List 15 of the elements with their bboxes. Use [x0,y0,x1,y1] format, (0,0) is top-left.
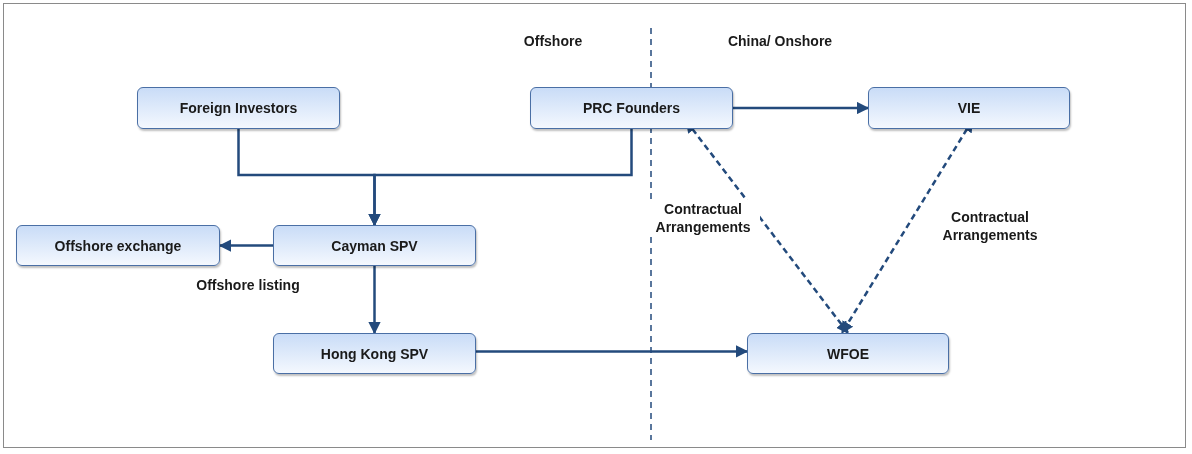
entity-box: Cayman SPV [273,225,476,266]
arrow [733,101,870,115]
entity-box: VIE [868,87,1070,129]
entity-box: Foreign Investors [137,87,340,129]
arrow [476,345,749,358]
entity-box: WFOE [747,333,949,374]
entity-box: Hong Kong SPV [273,333,476,374]
arrow [218,239,273,252]
arrow [368,266,381,335]
entity-box: Offshore exchange [16,225,220,266]
entity-box: PRC Founders [530,87,733,129]
region-label: Offshore [523,33,583,49]
edge-label: Offshore listing [194,276,302,294]
arrow [368,129,633,227]
region-label: China/ Onshore [727,33,833,49]
